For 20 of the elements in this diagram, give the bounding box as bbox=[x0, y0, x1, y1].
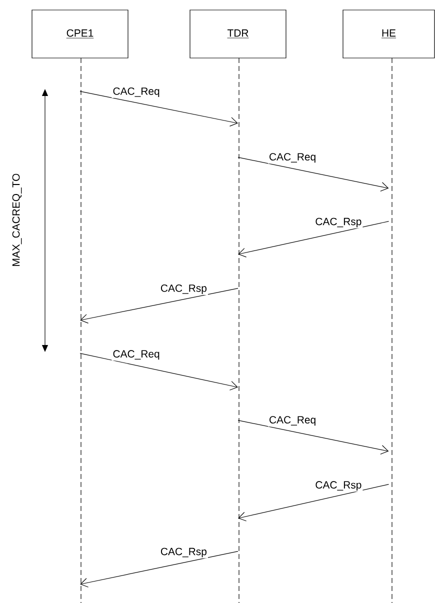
message-label: CAC_Req bbox=[112, 349, 161, 361]
participant-box: TDR bbox=[190, 10, 286, 58]
participant-box: CPE1 bbox=[32, 10, 128, 58]
message-arrow bbox=[80, 551, 238, 588]
message-arrow bbox=[238, 157, 389, 192]
message-arrow bbox=[80, 353, 238, 390]
message-label: CAC_Rsp bbox=[159, 546, 208, 558]
message-arrow bbox=[238, 420, 389, 454]
message-label: CAC_Req bbox=[112, 86, 161, 98]
message-label: CAC_Req bbox=[268, 415, 318, 427]
message-arrow bbox=[80, 91, 238, 126]
message-label: CAC_Req bbox=[268, 152, 318, 164]
message-arrow bbox=[238, 484, 390, 522]
message-label: CAC_Rsp bbox=[159, 283, 208, 295]
message-arrow bbox=[238, 221, 390, 258]
timer-label: MAX_CACREQ_TO bbox=[12, 174, 22, 266]
message-label: CAC_Rsp bbox=[314, 216, 363, 228]
participant-box: HE bbox=[342, 10, 435, 58]
message-label: CAC_Rsp bbox=[314, 480, 363, 492]
message-arrow bbox=[80, 288, 238, 324]
